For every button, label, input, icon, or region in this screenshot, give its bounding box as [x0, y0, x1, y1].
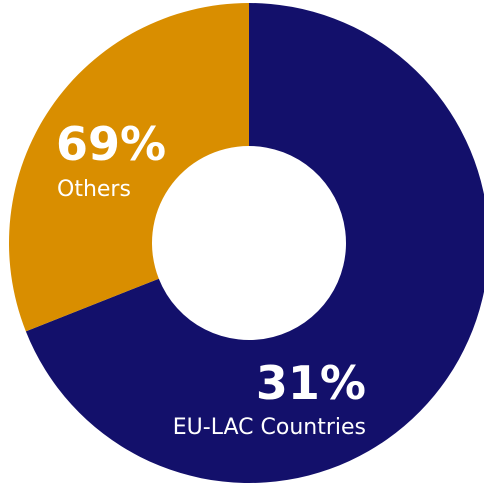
others-percent-label: 69%: [56, 117, 166, 171]
slice-eu-lac-countries: [25, 3, 484, 483]
others-label-group: 69% Others: [56, 117, 166, 202]
eu-lac-label-group: 31% EU-LAC Countries: [173, 356, 366, 440]
others-category-label: Others: [57, 177, 131, 202]
eu-lac-category-label: EU-LAC Countries: [173, 415, 366, 440]
slice-others: [9, 3, 249, 332]
donut-slices: [9, 3, 484, 483]
eu-lac-percent-label: 31%: [256, 356, 366, 410]
